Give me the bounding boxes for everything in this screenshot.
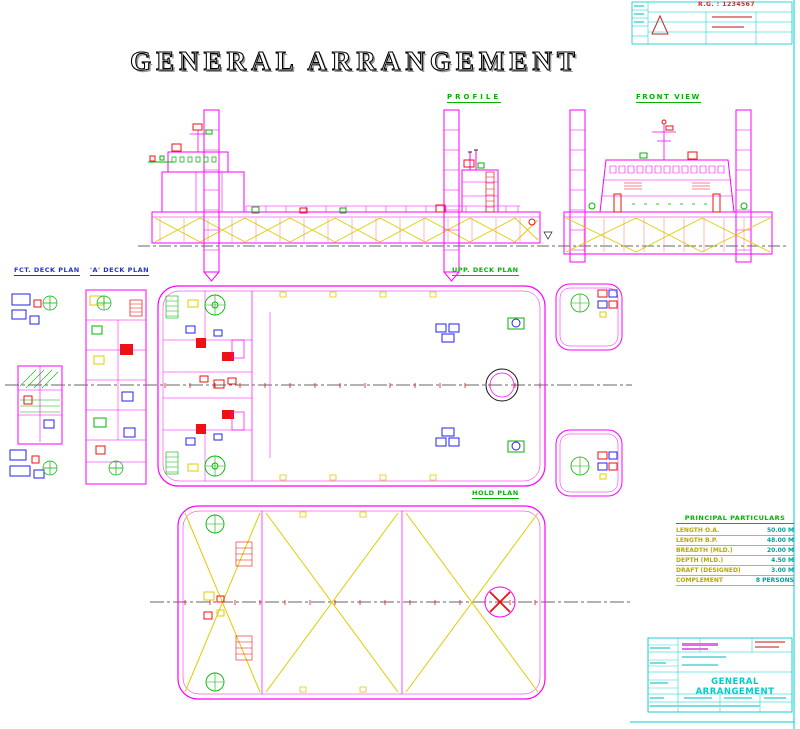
spud-well-symbol bbox=[204, 294, 226, 316]
spud-well-symbol bbox=[570, 456, 590, 476]
front-view-drawing bbox=[563, 109, 773, 263]
spud-column-stbd bbox=[735, 109, 752, 263]
particular-value: 8 PERSONS bbox=[755, 577, 794, 584]
deck-outline bbox=[157, 285, 546, 487]
particulars-row: COMPLEMENT 8 PERSONS bbox=[676, 576, 794, 586]
particulars-row: DEPTH (MLD.) 4.50 M bbox=[676, 556, 794, 566]
hull-outline bbox=[151, 211, 541, 244]
spud-column-port bbox=[569, 109, 586, 263]
spud-column-aft bbox=[443, 109, 460, 282]
particulars-row: LENGTH O.A. 50.00 M bbox=[676, 526, 794, 536]
stair-symbol bbox=[165, 295, 179, 475]
spud-well-symbol bbox=[42, 295, 58, 311]
red-equipment bbox=[120, 344, 133, 355]
winch-symbol bbox=[507, 317, 525, 453]
moonpool-circle bbox=[485, 368, 519, 402]
spud-well-symbol bbox=[96, 295, 112, 311]
spud-column-fore bbox=[203, 109, 220, 282]
stern-pontoon-bottom-drawing bbox=[555, 429, 623, 497]
particular-label: BREADTH (MLD.) bbox=[676, 547, 733, 554]
spud-well-symbol bbox=[42, 460, 58, 476]
stern-pontoon-top-drawing bbox=[555, 283, 623, 351]
revision-block bbox=[631, 1, 793, 45]
door-stbd bbox=[712, 193, 721, 213]
profile-deckhouse bbox=[148, 123, 245, 213]
particular-label: COMPLEMENT bbox=[676, 577, 723, 584]
particulars-row: BREADTH (MLD.) 20.00 M bbox=[676, 546, 794, 556]
spud-well-symbol bbox=[570, 293, 590, 313]
waterline-mark-icon bbox=[543, 231, 553, 240]
particular-label: LENGTH O.A. bbox=[676, 527, 720, 534]
particular-value: 48.00 M bbox=[766, 537, 794, 544]
door-port bbox=[613, 193, 622, 213]
upper-deck-plan-drawing bbox=[157, 285, 546, 487]
deck-railing bbox=[245, 205, 520, 212]
a-deck-plan-drawing bbox=[85, 289, 147, 485]
particulars-row: LENGTH B.P. 48.00 M bbox=[676, 536, 794, 546]
hold-plan-drawing bbox=[177, 505, 546, 700]
profile-view-label: PROFILE bbox=[447, 93, 502, 103]
spud-well-symbol bbox=[205, 514, 225, 534]
particular-value: 20.00 M bbox=[766, 547, 794, 554]
spud-well-symbol bbox=[205, 672, 225, 692]
particular-label: DEPTH (MLD.) bbox=[676, 557, 724, 564]
spud-well-symbol bbox=[108, 460, 124, 476]
particular-label: LENGTH B.P. bbox=[676, 537, 718, 544]
principal-particulars-table: PRINCIPAL PARTICULARS LENGTH O.A. 50.00 … bbox=[676, 514, 794, 586]
particular-value: 3.00 M bbox=[771, 567, 794, 574]
drawing-reference-number: R.G. : 1234567 bbox=[698, 1, 756, 8]
fct-deck-plan-drawing bbox=[9, 293, 63, 479]
particulars-row: DRAFT (DESIGNED) 3.00 M bbox=[676, 566, 794, 576]
ladder-symbol bbox=[235, 541, 253, 661]
particulars-title: PRINCIPAL PARTICULARS bbox=[676, 514, 794, 524]
particular-value: 4.50 M bbox=[771, 557, 794, 564]
sheet-border bbox=[630, 0, 795, 729]
front-mast bbox=[652, 119, 676, 160]
title-block bbox=[647, 637, 793, 713]
particular-value: 50.00 M bbox=[766, 527, 794, 534]
anchor-symbol bbox=[528, 218, 536, 226]
profile-view-drawing bbox=[148, 109, 553, 282]
deckhouse-windows bbox=[171, 156, 217, 163]
title-block-drawing-title: GENERAL ARRANGEMENT bbox=[695, 677, 775, 697]
hold-plan-label: HOLD PLAN bbox=[472, 489, 519, 499]
sheet-title-shadow: GENERAL ARRANGEMENT bbox=[132, 48, 582, 78]
spud-well-symbol bbox=[204, 455, 226, 477]
upp-deck-plan-label: UPP. DECK PLAN bbox=[452, 266, 519, 276]
sheet-title: GENERAL ARRANGEMENT bbox=[130, 46, 580, 76]
front-windows bbox=[609, 165, 725, 174]
particular-label: DRAFT (DESIGNED) bbox=[676, 567, 741, 574]
front-view-label: FRONT VIEW bbox=[636, 93, 701, 103]
casing-ladder bbox=[485, 171, 495, 213]
a-deck-plan-label: 'A' DECK PLAN bbox=[90, 266, 150, 276]
front-deckhouse bbox=[599, 151, 735, 213]
engine-casing bbox=[461, 149, 499, 213]
hold-moonpool bbox=[484, 586, 516, 618]
bollard-marks bbox=[279, 291, 437, 481]
revision-triangle-icon bbox=[651, 14, 669, 35]
fore-mast bbox=[190, 130, 206, 152]
micro-text-lines bbox=[634, 5, 752, 28]
micro-text-lines bbox=[650, 641, 786, 707]
section-truss-bracing bbox=[565, 217, 771, 253]
centerlines bbox=[5, 245, 788, 605]
hold-outline bbox=[177, 505, 546, 700]
fct-deck-plan-label: FCT. DECK PLAN bbox=[14, 266, 80, 276]
